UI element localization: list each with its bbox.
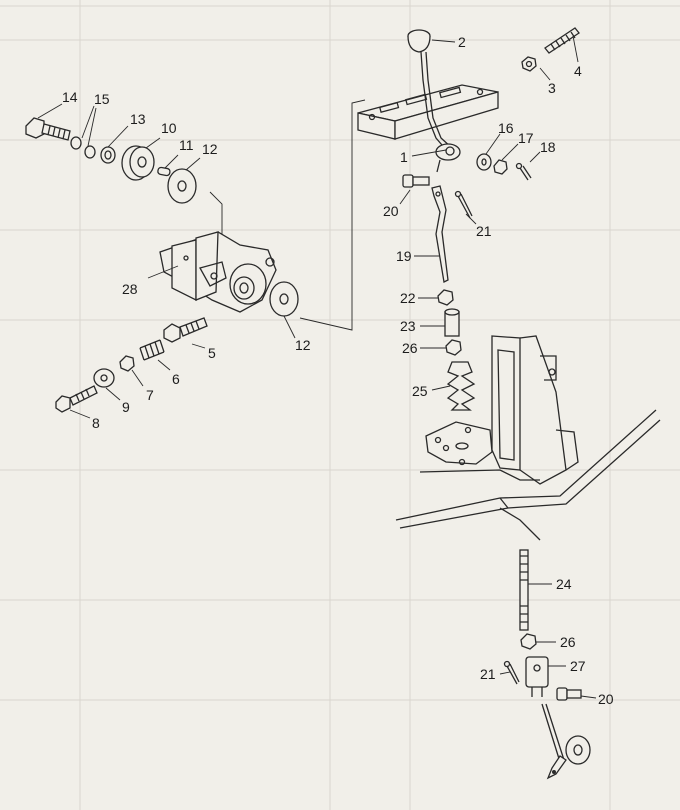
nut-22 (437, 289, 454, 306)
rod-19 (431, 185, 449, 283)
washer-16 (476, 153, 492, 171)
stud-bolt-4 (544, 27, 580, 54)
bolt-5 (163, 317, 208, 343)
callout-18: 18 (540, 139, 556, 155)
callout-13: 13 (130, 111, 146, 127)
callout-20-lower: 20 (598, 691, 614, 707)
callout-12: 12 (202, 141, 218, 157)
callout-20: 20 (383, 203, 399, 219)
callout-6: 6 (172, 371, 180, 387)
boot-25 (446, 361, 476, 411)
lever-plate (357, 84, 499, 140)
cotter-pin-18 (515, 162, 532, 181)
callout-5: 5 (208, 345, 216, 361)
spring-6 (139, 339, 165, 361)
callout-11: 11 (179, 137, 194, 153)
callout-15: 15 (94, 91, 110, 107)
leader-lines (37, 35, 597, 699)
callout-10: 10 (161, 120, 177, 136)
callout-28: 28 (122, 281, 138, 297)
callout-1: 1 (400, 149, 408, 165)
callout-24: 24 (556, 576, 572, 592)
yoke-27 (525, 656, 549, 697)
bolt-20b (556, 687, 582, 701)
lower-linkage-arm (541, 703, 591, 780)
callout-7: 7 (146, 387, 154, 403)
rod-24 (519, 549, 529, 631)
callout-19: 19 (396, 248, 412, 264)
floor-frame (395, 335, 661, 541)
callout-21-lower: 21 (480, 666, 496, 682)
nut-7 (119, 355, 135, 372)
part-callouts: 1 2 3 4 5 6 7 8 9 10 11 12 12 13 14 15 1… (62, 34, 614, 707)
callout-16: 16 (498, 120, 514, 136)
callout-26: 26 (402, 340, 418, 356)
assembly-guide-lines (209, 99, 366, 331)
lever-knob (407, 29, 431, 53)
washer-15a (70, 136, 82, 150)
callout-8: 8 (92, 415, 100, 431)
pin-11 (157, 166, 171, 177)
washer-12b (269, 281, 299, 317)
washer-15b (84, 145, 96, 159)
washer-12a (167, 168, 197, 204)
spring-washer-13 (100, 146, 116, 164)
nut-3 (521, 56, 537, 72)
pulley-10 (121, 145, 155, 181)
callout-27: 27 (570, 658, 586, 674)
nut-17 (493, 159, 508, 175)
bolt-14 (25, 117, 71, 141)
bracket-28 (159, 231, 277, 313)
callout-25: 25 (412, 383, 428, 399)
callout-22: 22 (400, 290, 416, 306)
callout-9: 9 (122, 399, 130, 415)
nut-26b (520, 633, 537, 650)
nut-26a (445, 339, 462, 356)
cotter-pin-21b (503, 660, 520, 685)
bolt-20a (402, 174, 430, 188)
callout-2: 2 (458, 34, 466, 50)
callout-21: 21 (476, 223, 492, 239)
coupling-23 (444, 308, 460, 337)
callout-3: 3 (548, 80, 556, 96)
callout-12-lower: 12 (295, 337, 311, 353)
callout-23: 23 (400, 318, 416, 334)
callout-14: 14 (62, 89, 78, 105)
callout-4: 4 (574, 63, 582, 79)
callout-26-lower: 26 (560, 634, 576, 650)
cotter-pin-21a (454, 190, 473, 219)
bolt-8 (55, 385, 98, 413)
callout-17: 17 (518, 130, 534, 146)
joint-9 (93, 368, 115, 388)
